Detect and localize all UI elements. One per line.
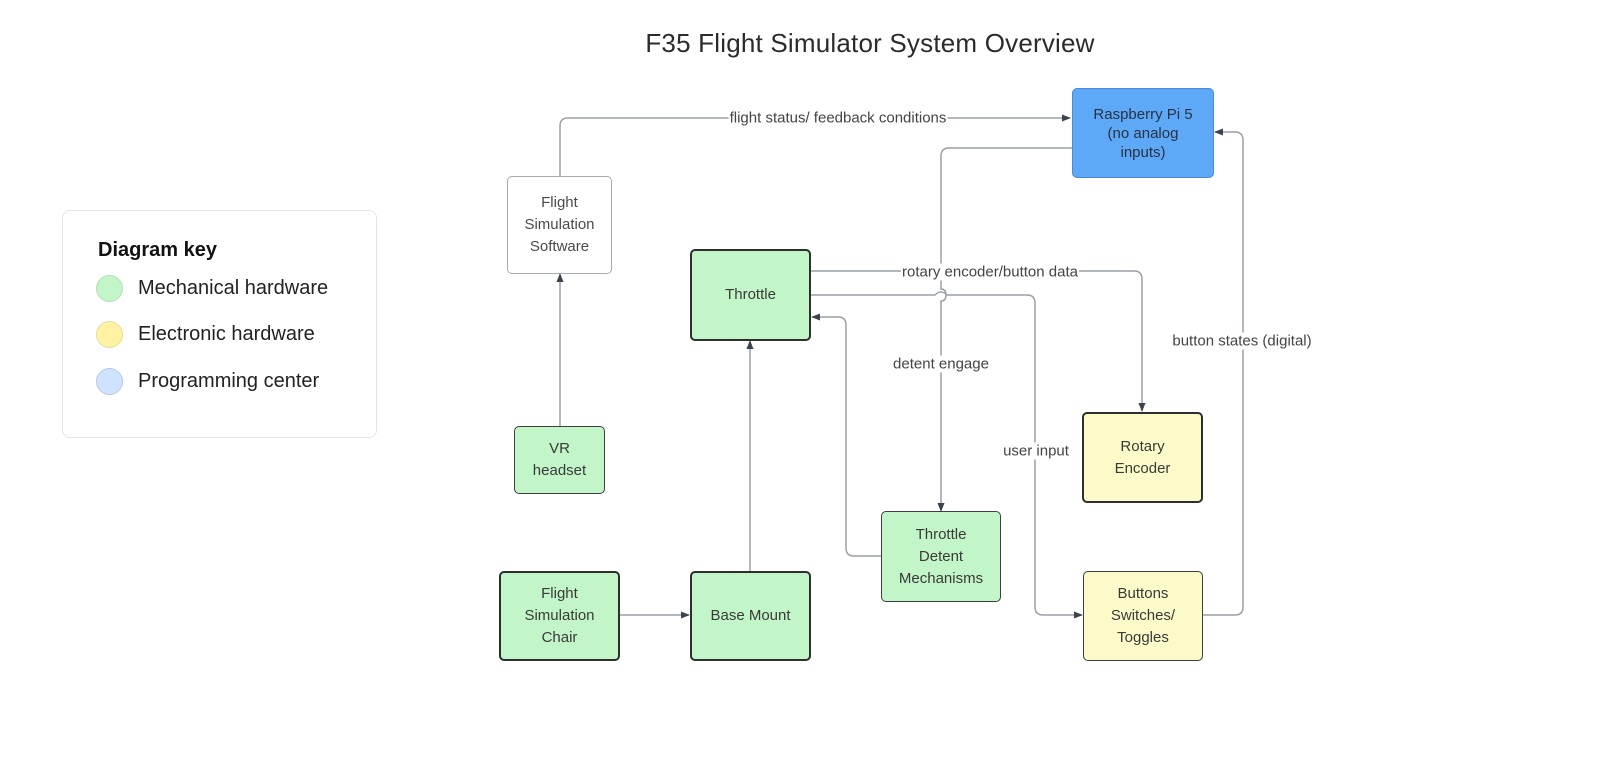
edge-buttons-to-pi — [1202, 128, 1244, 616]
diagram-title: F35 Flight Simulator System Overview — [645, 28, 1095, 58]
node-throttle[interactable]: Throttle — [690, 249, 811, 341]
node-rotary-encoder[interactable]: Rotary Encoder — [1082, 412, 1203, 503]
legend-label: Electronic hardware — [138, 322, 315, 345]
node-buttons-switches-toggles[interactable]: Buttons Switches/ Toggles — [1083, 571, 1203, 661]
edge-throttle-to-buttons — [810, 291, 1083, 619]
legend-title: Diagram key — [98, 239, 217, 261]
node-raspberry-pi[interactable]: Raspberry Pi 5 (no analog inputs) — [1072, 88, 1214, 178]
edge-label-detent-engage: detent engage — [892, 355, 990, 373]
node-flight-simulation-chair[interactable]: Flight Simulation Chair — [499, 571, 620, 661]
edge-pi-to-detent — [937, 147, 1073, 512]
legend-swatch-yellow — [96, 320, 123, 348]
edge-label-rotary-data: rotary encoder/button data — [901, 263, 1079, 281]
edge-label-button-states: button states (digital) — [1171, 332, 1313, 350]
edge-throttle-to-encoder — [810, 270, 1146, 412]
legend-item-programming: Programming center — [96, 366, 319, 396]
legend-label: Programming center — [138, 369, 320, 392]
diagram-key: Diagram key Mechanical hardware Electron… — [62, 210, 377, 438]
legend-item-mechanical: Mechanical hardware — [96, 273, 328, 303]
node-throttle-detent-mechanisms[interactable]: Throttle Detent Mechanisms — [881, 511, 1001, 602]
node-base-mount[interactable]: Base Mount — [690, 571, 811, 661]
edge-software-to-pi — [559, 114, 1071, 176]
edge-label-flight-status: flight status/ feedback conditions — [728, 109, 948, 127]
edge-label-user-input: user input — [1002, 442, 1070, 460]
node-flight-simulation-software[interactable]: Flight Simulation Software — [507, 176, 612, 274]
legend-item-electronic: Electronic hardware — [96, 319, 315, 349]
legend-swatch-blue — [96, 367, 123, 395]
node-vr-headset[interactable]: VR headset — [514, 426, 605, 494]
edge-detent-to-throttle — [811, 313, 881, 557]
legend-swatch-green — [96, 274, 123, 302]
legend-label: Mechanical hardware — [138, 276, 329, 299]
